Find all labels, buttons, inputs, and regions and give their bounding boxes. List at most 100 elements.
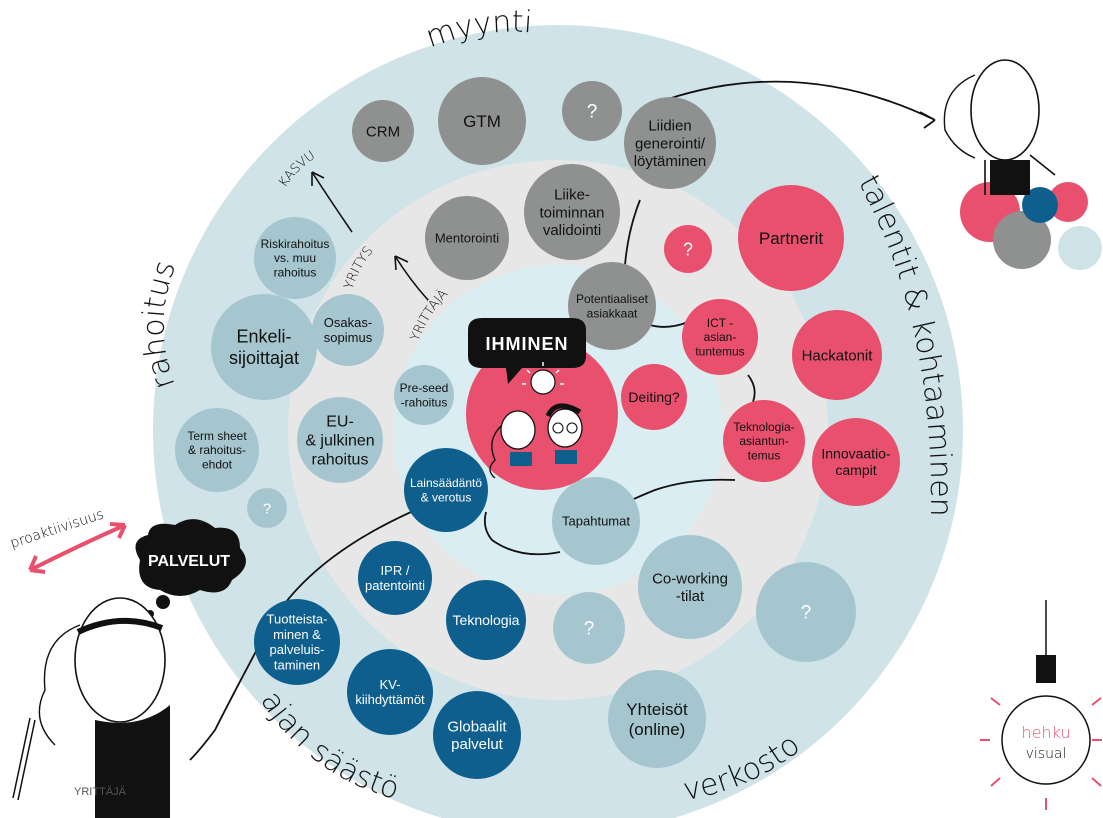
bubble-tapahtumat-circle <box>552 477 640 565</box>
bubble-yhteisot-label: Yhteisöt(online) <box>626 700 688 739</box>
bubble-innovaatio: Innovaatio-campit <box>812 418 900 506</box>
bubble-gtm-circle <box>438 77 526 165</box>
lightbulb-icon <box>530 369 556 395</box>
bubble-kv-label: KV-kiihdyttämöt <box>355 677 425 707</box>
bubble-lainsaadanto: Lainsäädäntö& verotus <box>404 448 488 532</box>
logo-socket <box>1036 655 1056 683</box>
bubble-q-top-label: ? <box>587 102 598 123</box>
bubble-q-right-circle <box>756 562 856 662</box>
bubble-potentiaaliset-circle <box>568 262 656 350</box>
talent-person-shirt <box>990 160 1030 195</box>
bubble-q-red: ? <box>664 225 712 273</box>
bubble-lainsaadanto-line: Lainsäädäntö <box>410 476 482 490</box>
bubble-deiting-label: Deiting? <box>628 389 680 405</box>
connector-lainsaadanto-yrittaja <box>189 507 421 761</box>
bubble-hackatonit-circle <box>792 310 882 400</box>
bubble-termsheet-label: Term sheet& rahoitus-ehdot <box>187 429 247 471</box>
bubble-hackatonit-label: Hackatonit <box>802 347 874 364</box>
bubble-eu-line: EU- <box>326 414 354 431</box>
core-group: IHMINEN <box>466 318 618 490</box>
bubble-q-top-line: ? <box>587 102 598 123</box>
bubble-ict-line: tuntemus <box>695 344 744 358</box>
laptop-left <box>510 452 532 466</box>
bubble-tapahtumat-line: Tapahtumat <box>562 514 630 529</box>
bubble-ipr-line: patentointi <box>365 578 425 593</box>
person-face-left <box>500 410 536 450</box>
talent-person-face <box>970 59 1040 161</box>
bubble-tuotteistaminen-line: Tuotteista- <box>267 612 328 627</box>
bubble-teknologia-asiantuntemus-line: asiantun- <box>739 434 788 448</box>
bubble-riskirahoitus-line: Riskirahoitus <box>261 237 330 251</box>
bubble-deiting: Deiting? <box>621 364 687 430</box>
bubble-q-right-line: ? <box>801 603 812 624</box>
entrepreneur-group: proaktiivisuus PALVELUT YRITTÄJÄ <box>8 506 246 818</box>
bubble-q-right: ? <box>756 562 856 662</box>
bubble-mentorointi-circle <box>425 196 509 280</box>
bubble-q-red-circle <box>664 225 712 273</box>
bubble-q-left-line: ? <box>263 500 271 517</box>
connector-liidien-potentiaaliset <box>624 199 641 266</box>
bubble-q-bottom-label: ? <box>584 619 595 640</box>
bubble-liiketoiminnan-circle <box>524 164 620 260</box>
bubble-q-right-label: ? <box>801 603 812 624</box>
bubble-teknologia: Teknologia <box>446 580 526 660</box>
bubble-osakas-line: Osakas- <box>324 315 372 330</box>
logo-rays <box>980 697 1102 810</box>
bubble-coworking-label: Co-working-tilat <box>652 570 728 605</box>
bubble-preseed-line: Pre-seed <box>400 381 449 395</box>
bubble-hackatonit: Hackatonit <box>792 310 882 400</box>
bubble-riskirahoitus-line: rahoitus <box>274 265 317 279</box>
bubble-osakas: Osakas-sopimus <box>312 294 384 366</box>
bubble-enkeli-label: Enkeli-sijoittajat <box>229 327 299 368</box>
bubble-liidien-line: löytäminen <box>634 153 707 170</box>
bubble-gtm-line: GTM <box>463 112 501 131</box>
entrepreneur-hair <box>38 624 81 746</box>
bubble-riskirahoitus-line: vs. muu <box>274 251 316 265</box>
talent-bubble-darkblue <box>1022 187 1058 223</box>
bubble-partnerit-label: Partnerit <box>759 229 824 248</box>
bubble-teknologia-asiantuntemus-label: Teknologia-asiantun-temus <box>733 420 794 462</box>
bubble-crm-circle <box>352 100 414 162</box>
talent-person-body <box>984 154 1056 195</box>
bubble-q-left-circle <box>247 488 287 528</box>
bubble-gtm: GTM <box>438 77 526 165</box>
bubble-innovaatio-line: Innovaatio- <box>821 446 891 462</box>
bubble-teknologia-line: Teknologia <box>453 612 520 628</box>
bubble-termsheet: Term sheet& rahoitus-ehdot <box>175 408 259 492</box>
bubble-teknologia-label: Teknologia <box>453 612 520 628</box>
proaktiivisuus-arrow <box>28 522 127 574</box>
bubble-q-top-circle <box>562 81 622 141</box>
bubble-termsheet-line: Term sheet <box>187 429 247 443</box>
bubble-tuotteistaminen-label: Tuotteista-minen &palveluis-taminen <box>267 612 328 673</box>
talent-bubble-grey <box>993 211 1051 269</box>
yritys-arrow <box>394 255 429 301</box>
bubble-tuotteistaminen-line: palveluis- <box>270 642 325 657</box>
entrepreneur-headband <box>76 617 164 635</box>
bubble-liiketoiminnan-line: Liike- <box>554 187 590 204</box>
bubble-osakas-line: sopimus <box>324 330 373 345</box>
bubble-ict-line: asian- <box>704 330 737 344</box>
bubble-innovaatio-label: Innovaatio-campit <box>821 446 891 479</box>
bubble-riskirahoitus-circle <box>254 217 336 299</box>
bubble-enkeli: Enkeli-sijoittajat <box>211 294 317 400</box>
bubble-yhteisot: Yhteisöt(online) <box>608 670 706 768</box>
bubble-q-left-label: ? <box>263 500 271 517</box>
palvelut-label: PALVELUT <box>148 553 230 570</box>
lightbulb-rays <box>522 362 564 385</box>
person-hair-left <box>489 424 503 479</box>
bubble-liiketoiminnan-line: toiminnan <box>539 204 604 221</box>
bubble-eu-line: rahoitus <box>312 451 369 468</box>
bubble-teknologia-asiantuntemus-line: Teknologia- <box>733 420 794 434</box>
bubble-coworking: Co-working-tilat <box>638 535 742 639</box>
